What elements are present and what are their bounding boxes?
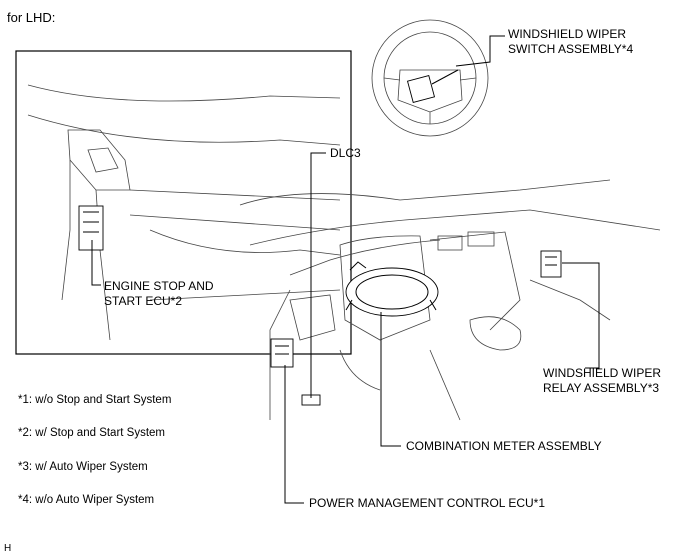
wiper-switch-callout-line2: SWITCH ASSEMBLY*4 bbox=[508, 42, 634, 56]
wiper-relay-callout: WINDSHIELD WIPER RELAY ASSEMBLY*3 bbox=[543, 366, 661, 396]
engine-ecu-callout-line1: ENGINE STOP AND bbox=[104, 279, 214, 293]
note-1: *1: w/o Stop and Start System bbox=[18, 394, 172, 406]
figure-code: H bbox=[4, 543, 12, 554]
wiper-switch-part bbox=[406, 74, 436, 104]
dlc3-callout: DLC3 bbox=[330, 146, 361, 160]
wiper-relay-part bbox=[540, 250, 562, 278]
inset-illustration bbox=[27, 84, 341, 341]
steering-wheel-illustration bbox=[371, 19, 489, 137]
combination-meter-part bbox=[345, 267, 439, 317]
note-4: *4: w/o Auto Wiper System bbox=[18, 494, 155, 506]
combination-meter-callout: COMBINATION METER ASSEMBLY bbox=[406, 439, 602, 453]
wiper-switch-callout-line1: WINDSHIELD WIPER bbox=[508, 27, 627, 41]
power-management-ecu-part bbox=[270, 338, 294, 368]
dashboard-illustration bbox=[239, 179, 661, 421]
inset-frame bbox=[15, 50, 352, 355]
wiper-switch-callout: WINDSHIELD WIPER SWITCH ASSEMBLY*4 bbox=[508, 27, 633, 57]
engine-stop-ecu-part bbox=[78, 205, 104, 251]
variant-label: for LHD: bbox=[7, 10, 56, 25]
engine-ecu-callout-line2: START ECU*2 bbox=[104, 294, 183, 308]
wiper-relay-callout-line2: RELAY ASSEMBLY*3 bbox=[543, 381, 660, 395]
engine-ecu-callout: ENGINE STOP AND START ECU*2 bbox=[104, 279, 214, 309]
wiper-relay-callout-line1: WINDSHIELD WIPER bbox=[543, 366, 662, 380]
power-ecu-callout: POWER MANAGEMENT CONTROL ECU*1 bbox=[309, 496, 546, 510]
leader-lines bbox=[91, 35, 600, 504]
note-2: *2: w/ Stop and Start System bbox=[18, 427, 166, 439]
note-3: *3: w/ Auto Wiper System bbox=[18, 461, 148, 473]
